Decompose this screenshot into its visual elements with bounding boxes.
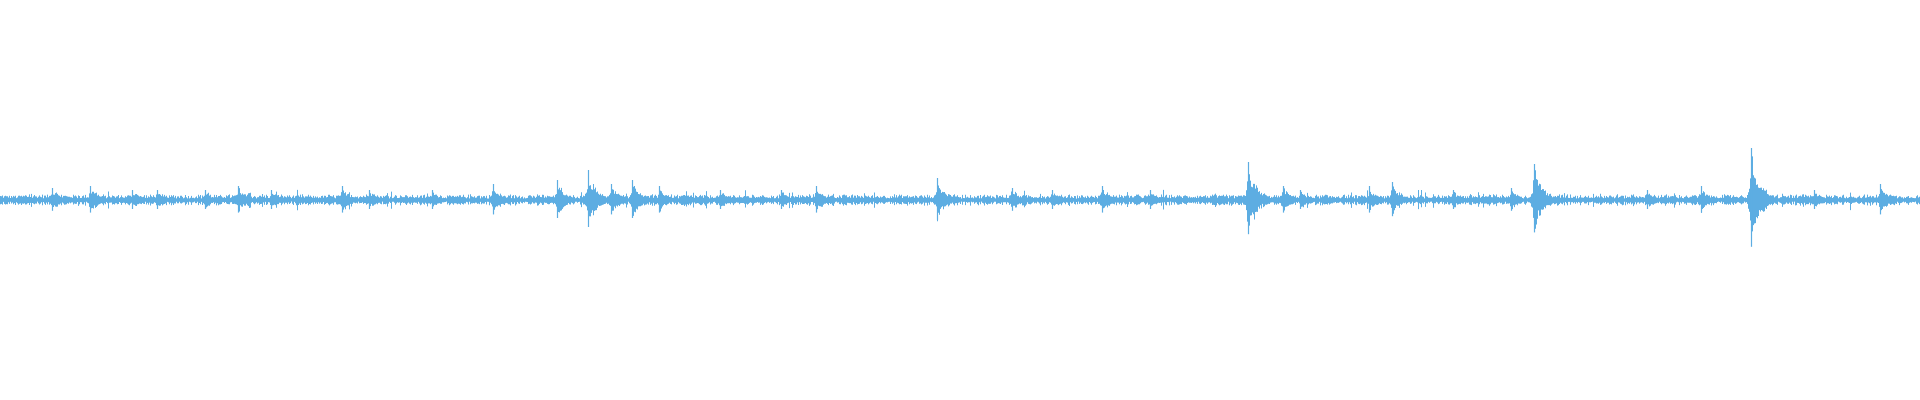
waveform-sample-path <box>0 156 1920 237</box>
waveform-peaks <box>51 148 1882 247</box>
waveform-samples <box>0 156 1920 237</box>
